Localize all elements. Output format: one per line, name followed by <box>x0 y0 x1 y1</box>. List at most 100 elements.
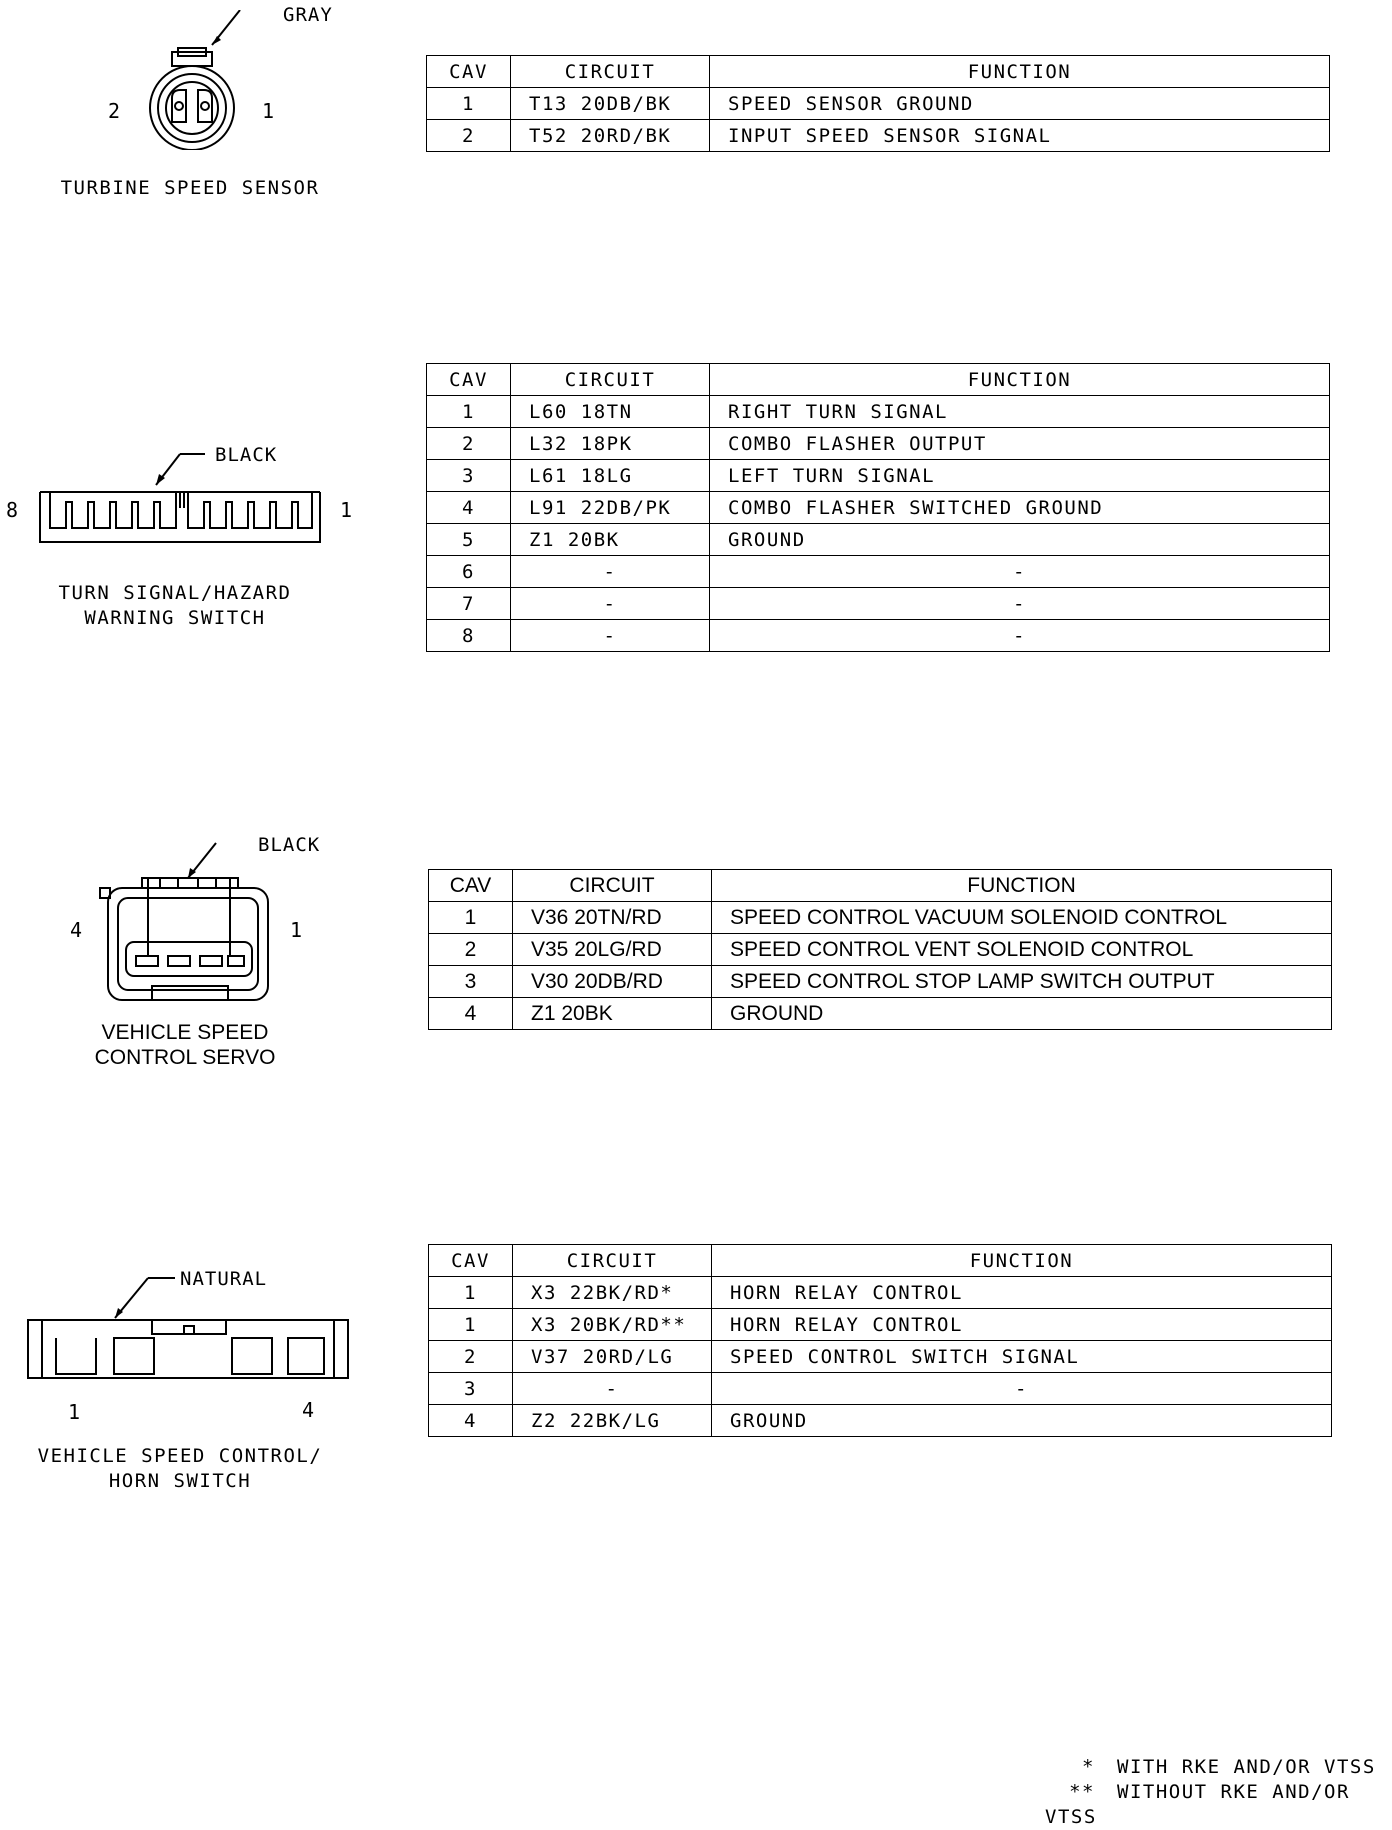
function-cell: LEFT TURN SIGNAL <box>709 459 1330 492</box>
function-cell: GROUND <box>711 1404 1332 1437</box>
circuit-cell: V35 20LG/RD <box>512 933 712 966</box>
cavity-table: CAV CIRCUIT FUNCTION 1 T13 20DB/BK SPEED… <box>426 55 1330 152</box>
color-label: BLACK <box>258 834 321 856</box>
function-cell: SPEED CONTROL STOP LAMP SWITCH OUTPUT <box>711 965 1332 998</box>
table-row: 8 - - <box>426 619 1330 652</box>
color-label: GRAY <box>283 4 333 26</box>
cav-cell: 8 <box>426 619 511 652</box>
table-row: 2 L32 18PK COMBO FLASHER OUTPUT <box>426 427 1330 460</box>
circuit-cell: T13 20DB/BK <box>510 87 710 120</box>
table-row: 1 T13 20DB/BK SPEED SENSOR GROUND <box>426 87 1330 120</box>
header-cav: CAV <box>428 1244 513 1277</box>
cav-cell: 1 <box>428 1276 513 1309</box>
cav-cell: 3 <box>428 1372 513 1405</box>
connector-name-line: HORN SWITCH <box>108 1470 252 1492</box>
cav-cell: 1 <box>428 901 513 934</box>
table-row: 1 X3 20BK/RD** HORN RELAY CONTROL <box>428 1308 1332 1341</box>
function-cell: SPEED SENSOR GROUND <box>709 87 1330 120</box>
cav-cell: 6 <box>426 555 511 588</box>
table-row: 4 L91 22DB/PK COMBO FLASHER SWITCHED GRO… <box>426 491 1330 524</box>
header-circuit: CIRCUIT <box>510 363 710 396</box>
footnote-mark: ** <box>1069 1781 1095 1803</box>
connector-name: TURBINE SPEED SENSOR <box>30 176 350 201</box>
function-cell: SPEED CONTROL VENT SOLENOID CONTROL <box>711 933 1332 966</box>
cav-cell: 1 <box>428 1308 513 1341</box>
pin-number-right: 4 <box>302 1398 315 1422</box>
function-cell: SPEED CONTROL VACUUM SOLENOID CONTROL <box>711 901 1332 934</box>
connector-name-line: TURBINE SPEED SENSOR <box>60 177 320 199</box>
function-cell: RIGHT TURN SIGNAL <box>709 395 1330 428</box>
circuit-cell: T52 20RD/BK <box>510 119 710 152</box>
header-function: FUNCTION <box>711 869 1332 902</box>
table-header-row: CAV CIRCUIT FUNCTION <box>426 55 1330 88</box>
connector-name: VEHICLE SPEED CONTROL SERVO <box>30 1020 340 1070</box>
header-function: FUNCTION <box>709 55 1330 88</box>
circuit-cell: - <box>510 619 710 652</box>
footnote: **WITHOUT RKE AND/OR VTSS <box>1045 1780 1392 1830</box>
cav-cell: 1 <box>426 87 511 120</box>
pin-number-left: 4 <box>70 918 83 942</box>
circuit-cell: - <box>512 1372 712 1405</box>
pin-number-left: 1 <box>68 1400 81 1424</box>
table-header-row: CAV CIRCUIT FUNCTION <box>428 1244 1332 1277</box>
header-cav: CAV <box>426 363 511 396</box>
color-label: NATURAL <box>180 1268 268 1290</box>
pin-number-left: 2 <box>108 99 121 123</box>
function-cell: INPUT SPEED SENSOR SIGNAL <box>709 119 1330 152</box>
header-circuit: CIRCUIT <box>512 1244 712 1277</box>
circuit-cell: - <box>510 555 710 588</box>
speed-control-servo-diagram <box>99 842 269 1001</box>
function-cell: SPEED CONTROL SWITCH SIGNAL <box>711 1340 1332 1373</box>
circuit-cell: L32 18PK <box>510 427 710 460</box>
turbine-speed-sensor-diagram <box>149 10 241 150</box>
cav-cell: 2 <box>428 933 513 966</box>
connector-name: TURN SIGNAL/HAZARD WARNING SWITCH <box>15 581 335 631</box>
function-cell: - <box>709 619 1330 652</box>
function-cell: GROUND <box>709 523 1330 556</box>
pin-number-right: 1 <box>262 99 275 123</box>
footnote-mark: * <box>1082 1756 1095 1778</box>
table-row: 2 T52 20RD/BK INPUT SPEED SENSOR SIGNAL <box>426 119 1330 152</box>
cav-cell: 2 <box>428 1340 513 1373</box>
header-cav: CAV <box>426 55 511 88</box>
connector-name-line: WARNING SWITCH <box>84 607 266 629</box>
table-row: 1 X3 22BK/RD* HORN RELAY CONTROL <box>428 1276 1332 1309</box>
footnote-text: WITH RKE AND/OR VTSS <box>1117 1756 1376 1778</box>
cavity-table: CAV CIRCUIT FUNCTION 1 V36 20TN/RD SPEED… <box>428 869 1332 1030</box>
circuit-cell: L61 18LG <box>510 459 710 492</box>
table-row: 3 L61 18LG LEFT TURN SIGNAL <box>426 459 1330 492</box>
footnote: * WITH RKE AND/OR VTSS <box>1045 1755 1392 1780</box>
header-circuit: CIRCUIT <box>510 55 710 88</box>
circuit-cell: X3 20BK/RD** <box>512 1308 712 1341</box>
circuit-cell: - <box>510 587 710 620</box>
header-cav: CAV <box>428 869 513 902</box>
table-row: 3 V30 20DB/RD SPEED CONTROL STOP LAMP SW… <box>428 965 1332 998</box>
function-cell: - <box>711 1372 1332 1405</box>
cav-cell: 4 <box>426 491 511 524</box>
circuit-cell: L91 22DB/PK <box>510 491 710 524</box>
connector-name-line: CONTROL SERVO <box>94 1046 276 1069</box>
circuit-cell: V36 20TN/RD <box>512 901 712 934</box>
pin-number-left: 8 <box>6 498 19 522</box>
circuit-cell: V37 20RD/LG <box>512 1340 712 1373</box>
function-cell: GROUND <box>711 997 1332 1030</box>
cav-cell: 3 <box>426 459 511 492</box>
table-row: 1 V36 20TN/RD SPEED CONTROL VACUUM SOLEN… <box>428 901 1332 934</box>
cav-cell: 4 <box>428 997 513 1030</box>
circuit-cell: V30 20DB/RD <box>512 965 712 998</box>
cav-cell: 7 <box>426 587 511 620</box>
function-cell: - <box>709 555 1330 588</box>
table-row: 4 Z2 22BK/LG GROUND <box>428 1404 1332 1437</box>
table-header-row: CAV CIRCUIT FUNCTION <box>428 869 1332 902</box>
table-row: 2 V35 20LG/RD SPEED CONTROL VENT SOLENOI… <box>428 933 1332 966</box>
table-row: 2 V37 20RD/LG SPEED CONTROL SWITCH SIGNA… <box>428 1340 1332 1373</box>
cav-cell: 1 <box>426 395 511 428</box>
cavity-table: CAV CIRCUIT FUNCTION 1 L60 18TN RIGHT TU… <box>426 363 1330 652</box>
cav-cell: 4 <box>428 1404 513 1437</box>
cavity-table: CAV CIRCUIT FUNCTION 1 X3 22BK/RD* HORN … <box>428 1244 1332 1437</box>
circuit-cell: Z1 20BK <box>510 523 710 556</box>
connector-name-line: VEHICLE SPEED <box>101 1021 269 1044</box>
table-row: 5 Z1 20BK GROUND <box>426 523 1330 556</box>
cav-cell: 5 <box>426 523 511 556</box>
header-function: FUNCTION <box>709 363 1330 396</box>
